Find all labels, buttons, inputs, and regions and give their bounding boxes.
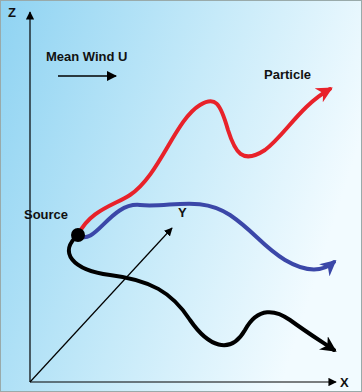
z-axis (29, 12, 30, 382)
diagram-label: Z (8, 6, 16, 20)
particle-path (78, 204, 334, 270)
diagram-label: Y (178, 206, 187, 220)
diagram-label: X (340, 376, 349, 390)
diagram-label: Source (24, 208, 68, 222)
y-axis (30, 228, 172, 382)
wind-arrow (58, 75, 116, 77)
source-dot (71, 228, 85, 242)
diagram-label: Particle (264, 68, 311, 82)
diagram-label: Mean Wind U (46, 50, 128, 64)
particle-path (69, 235, 334, 350)
x-axis (30, 381, 336, 382)
